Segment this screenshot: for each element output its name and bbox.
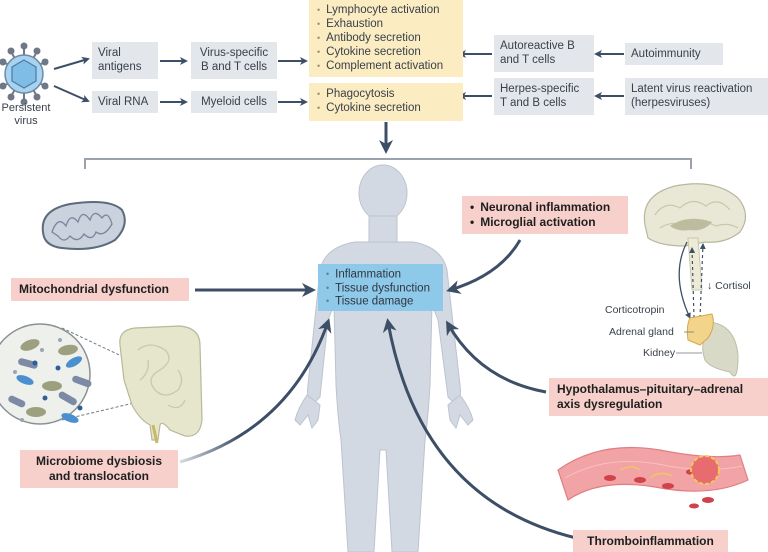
myeloid-effects-list: Phagocytosis Cytokine secretion xyxy=(317,87,455,115)
myeloid-cells-box: Myeloid cells xyxy=(191,91,277,113)
virus-specific-line1: Virus-specific xyxy=(199,47,269,59)
latent-virus-line1: Latent virus reactivation xyxy=(631,83,753,95)
microbiome-line2: and translocation xyxy=(48,469,149,483)
effect-item: Phagocytosis xyxy=(317,87,455,101)
myeloid-cells-label: Myeloid cells xyxy=(201,96,267,108)
kidney-label: Kidney xyxy=(643,347,676,359)
factor-arrows xyxy=(179,239,577,540)
hpa-axis-arrows xyxy=(678,241,706,319)
herpes-specific-line1: Herpes-specific xyxy=(500,83,580,95)
brain-icon xyxy=(643,183,747,291)
effect-item: Cytokine secretion xyxy=(317,101,455,115)
effect-item: Cytokine secretion xyxy=(317,45,455,59)
tissue-effect-item: Tissue damage xyxy=(326,295,435,309)
autoimmunity-box: Autoimmunity xyxy=(625,43,723,65)
tissue-effects-box: Inflammation Tissue dysfunction Tissue d… xyxy=(318,264,443,311)
effect-item: Complement activation xyxy=(317,59,455,73)
myeloid-effects-box: Phagocytosis Cytokine secretion xyxy=(309,83,463,121)
tissue-effect-item: Tissue dysfunction xyxy=(326,282,435,296)
hpa-line2: axis dysregulation xyxy=(557,397,663,411)
adrenal-gland-label: Adrenal gland xyxy=(609,326,674,338)
intestine-icon xyxy=(119,325,203,444)
blood-vessel-icon xyxy=(557,446,749,509)
hpa-axis-box: Hypothalamus–pituitary–adrenal axis dysr… xyxy=(549,378,768,416)
mitochondrion-icon xyxy=(41,201,126,250)
neuronal-list: Neuronal inflammation Microglial activat… xyxy=(470,200,620,230)
cortisol-label: ↓ Cortisol xyxy=(707,280,751,292)
viral-rna-box: Viral RNA xyxy=(92,91,158,113)
virus-label-line2: virus xyxy=(14,115,38,127)
lymphocyte-effects-box: Lymphocyte activation Exhaustion Antibod… xyxy=(309,0,463,77)
thromboinflammation-box: Thromboinflammation xyxy=(573,530,728,552)
hpa-line1: Hypothalamus–pituitary–adrenal xyxy=(557,382,744,396)
persistent-virus-label: Persistent virus xyxy=(0,102,52,128)
virus-specific-cells-box: Virus-specific B and T cells xyxy=(191,42,277,79)
herpes-specific-line2: T and B cells xyxy=(500,97,567,109)
latent-virus-box: Latent virus reactivation (herpesviruses… xyxy=(625,78,768,115)
autoreactive-cells-box: Autoreactive B and T cells xyxy=(494,35,594,72)
viral-antigens-line2: antigens xyxy=(98,61,142,73)
thromboinflammation-label: Thromboinflammation xyxy=(587,534,714,548)
human-body-icon xyxy=(294,164,474,552)
top-flow-arrows xyxy=(53,50,624,106)
latent-virus-line2: (herpesviruses) xyxy=(631,97,711,109)
effect-item: Lymphocyte activation xyxy=(317,3,455,17)
effect-item: Exhaustion xyxy=(317,17,455,31)
autoreactive-line1: Autoreactive B xyxy=(500,40,575,52)
microbiome-dysbiosis-box: Microbiome dysbiosis and translocation xyxy=(20,450,178,488)
viral-antigens-box: Viral antigens xyxy=(92,42,158,79)
autoreactive-line2: and T cells xyxy=(500,54,556,66)
tissue-effects-list: Inflammation Tissue dysfunction Tissue d… xyxy=(326,268,435,309)
mitochondrial-dysfunction-box: Mitochondrial dysfunction xyxy=(11,278,189,301)
neuronal-item: Neuronal inflammation xyxy=(470,200,620,215)
viral-antigens-line1: Viral xyxy=(98,47,121,59)
virus-label-line1: Persistent xyxy=(1,102,51,114)
virus-icon xyxy=(0,42,49,106)
microbiome-magnified-icon xyxy=(0,323,139,425)
kidney-icon xyxy=(702,321,739,377)
neuronal-item: Microglial activation xyxy=(470,215,620,230)
microbiome-line1: Microbiome dysbiosis xyxy=(35,454,163,468)
mitochondrial-dysfunction-label: Mitochondrial dysfunction xyxy=(19,282,169,296)
bracket-line xyxy=(84,158,692,169)
effect-item: Antibody secretion xyxy=(317,31,455,45)
corticotropin-label: Corticotropin xyxy=(605,304,665,316)
neuronal-inflammation-box: Neuronal inflammation Microglial activat… xyxy=(462,196,628,234)
herpes-specific-cells-box: Herpes-specific T and B cells xyxy=(494,78,594,115)
virus-specific-line2: B and T cells xyxy=(200,61,268,73)
autoimmunity-label: Autoimmunity xyxy=(631,48,701,60)
viral-rna-label: Viral RNA xyxy=(98,96,149,108)
adrenal-gland-icon xyxy=(686,313,714,346)
lymphocyte-effects-list: Lymphocyte activation Exhaustion Antibod… xyxy=(317,3,455,73)
tissue-effect-item: Inflammation xyxy=(326,268,435,282)
